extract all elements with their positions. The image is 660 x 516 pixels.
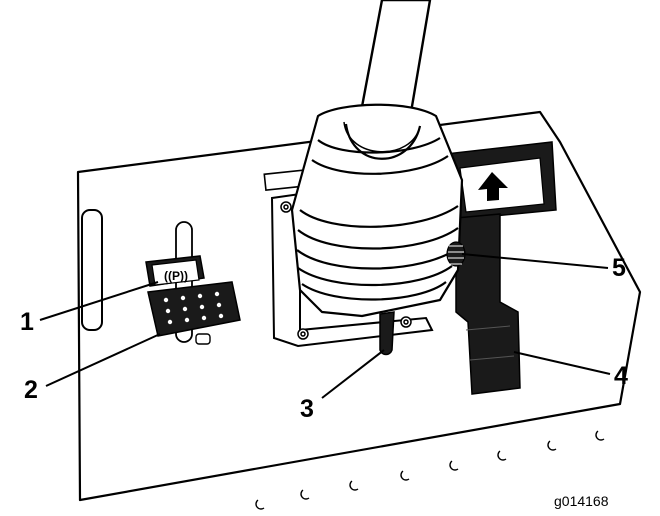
leader-line-2 xyxy=(45,333,161,387)
callout-3: 3 xyxy=(300,395,314,423)
callout-4: 4 xyxy=(614,362,628,390)
park-symbol: ((P)) xyxy=(164,269,188,283)
decal-tab xyxy=(195,333,211,345)
park-brake-knob: ((P)) xyxy=(145,255,205,287)
leader-line-4 xyxy=(513,351,611,375)
leader-line-5 xyxy=(461,253,609,269)
callout-2: 2 xyxy=(24,376,38,404)
leader-line-1 xyxy=(39,281,159,321)
joystick-boot xyxy=(290,103,464,318)
plate-slot xyxy=(81,209,103,331)
leader-line-3 xyxy=(321,349,385,399)
lever-bracket xyxy=(455,213,521,395)
callout-1: 1 xyxy=(20,308,34,336)
decal-dots xyxy=(163,291,224,325)
arrow-up-icon xyxy=(478,172,508,201)
callout-5: 5 xyxy=(612,254,626,282)
leader-lines xyxy=(39,253,611,399)
lock-lever xyxy=(379,311,395,356)
base-bolts xyxy=(280,201,412,340)
figure-id: g014168 xyxy=(554,493,609,509)
plate-holes xyxy=(255,430,605,510)
adjustment-knob xyxy=(446,241,466,267)
